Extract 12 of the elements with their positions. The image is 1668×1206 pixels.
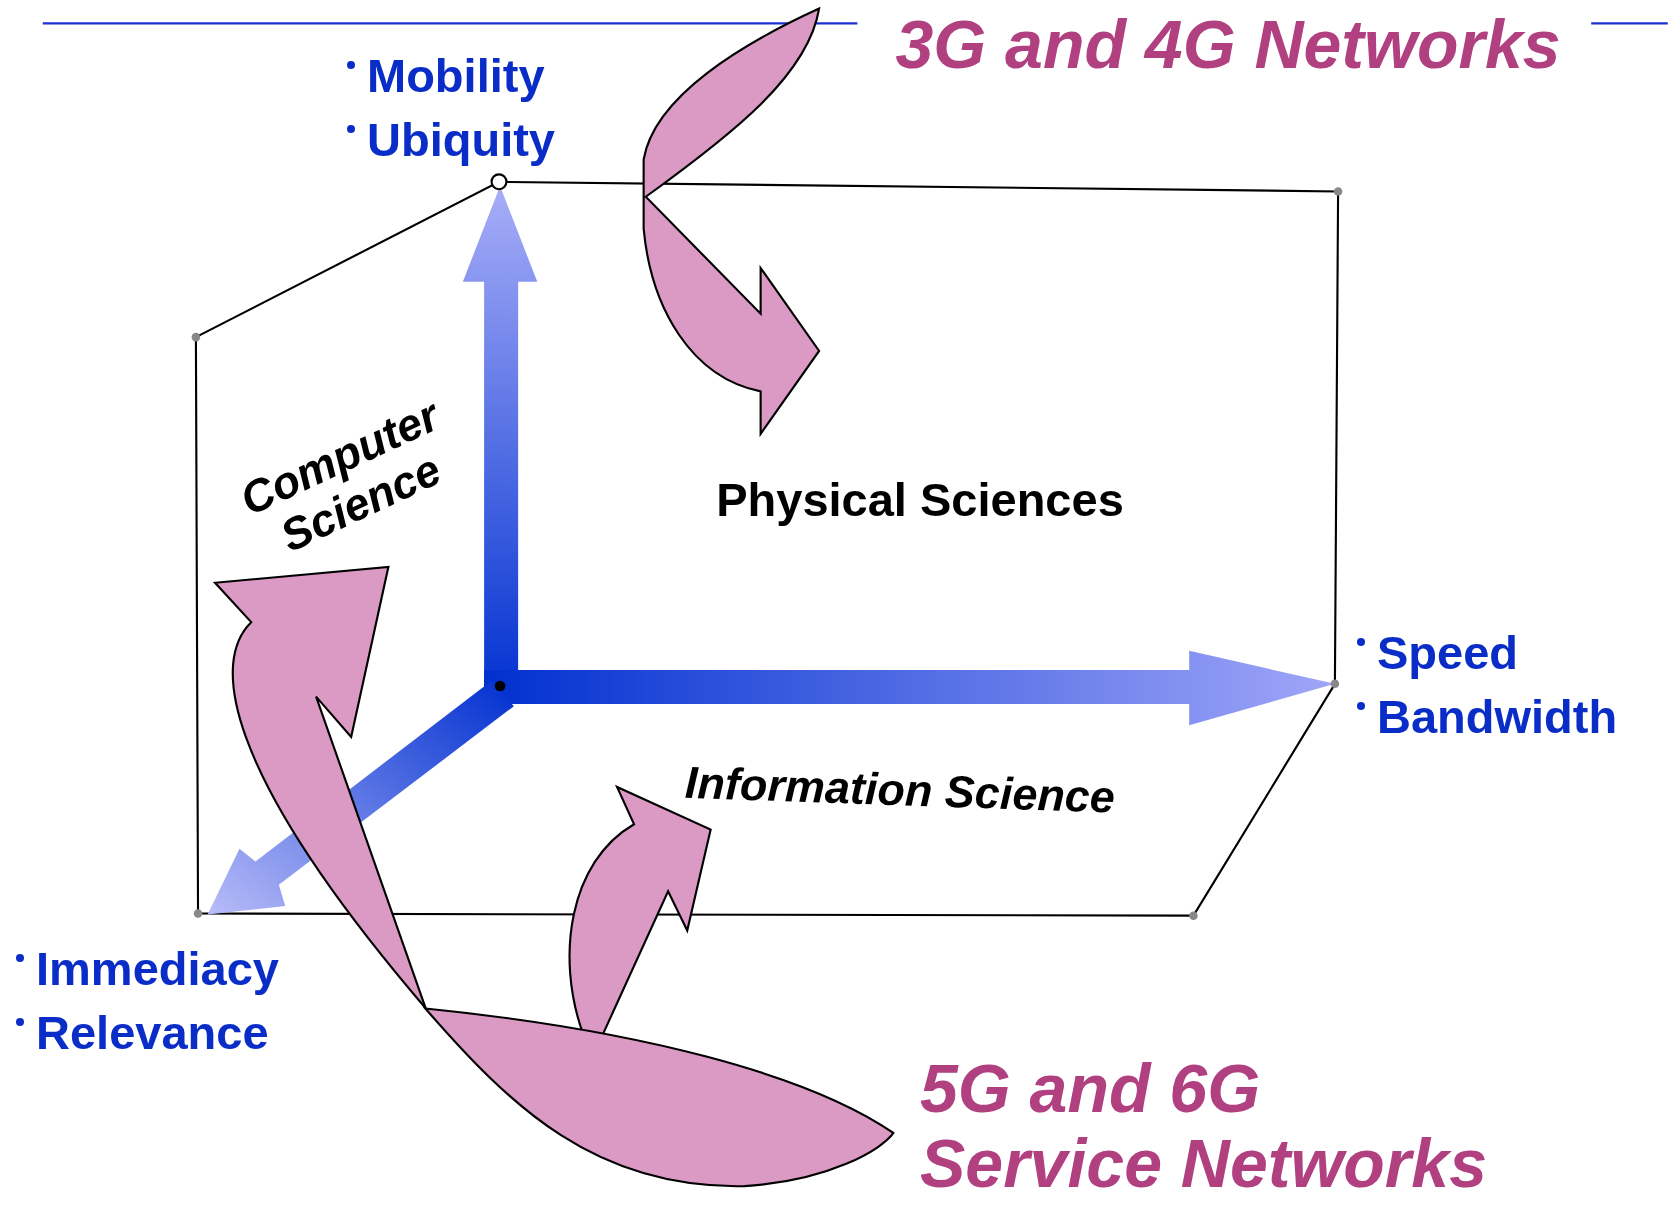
axis-label: Immediacy xyxy=(36,940,279,996)
curved-arrow xyxy=(642,7,821,435)
axis-title: Physical Sciences xyxy=(660,474,1180,526)
axis-label: Ubiquity xyxy=(367,111,555,167)
axis-label: Bandwidth xyxy=(1377,688,1618,744)
axis-label: Speed xyxy=(1377,624,1519,680)
axis-title: Information Science xyxy=(639,756,1161,824)
axis-title: 3G and 4G Networks xyxy=(848,6,1608,82)
axis-label: Relevance xyxy=(36,1004,269,1060)
axis-title: 5G and 6G Service Networks xyxy=(920,1051,1488,1201)
curved-arrow xyxy=(214,565,427,1010)
axis-label: Mobility xyxy=(367,47,545,103)
